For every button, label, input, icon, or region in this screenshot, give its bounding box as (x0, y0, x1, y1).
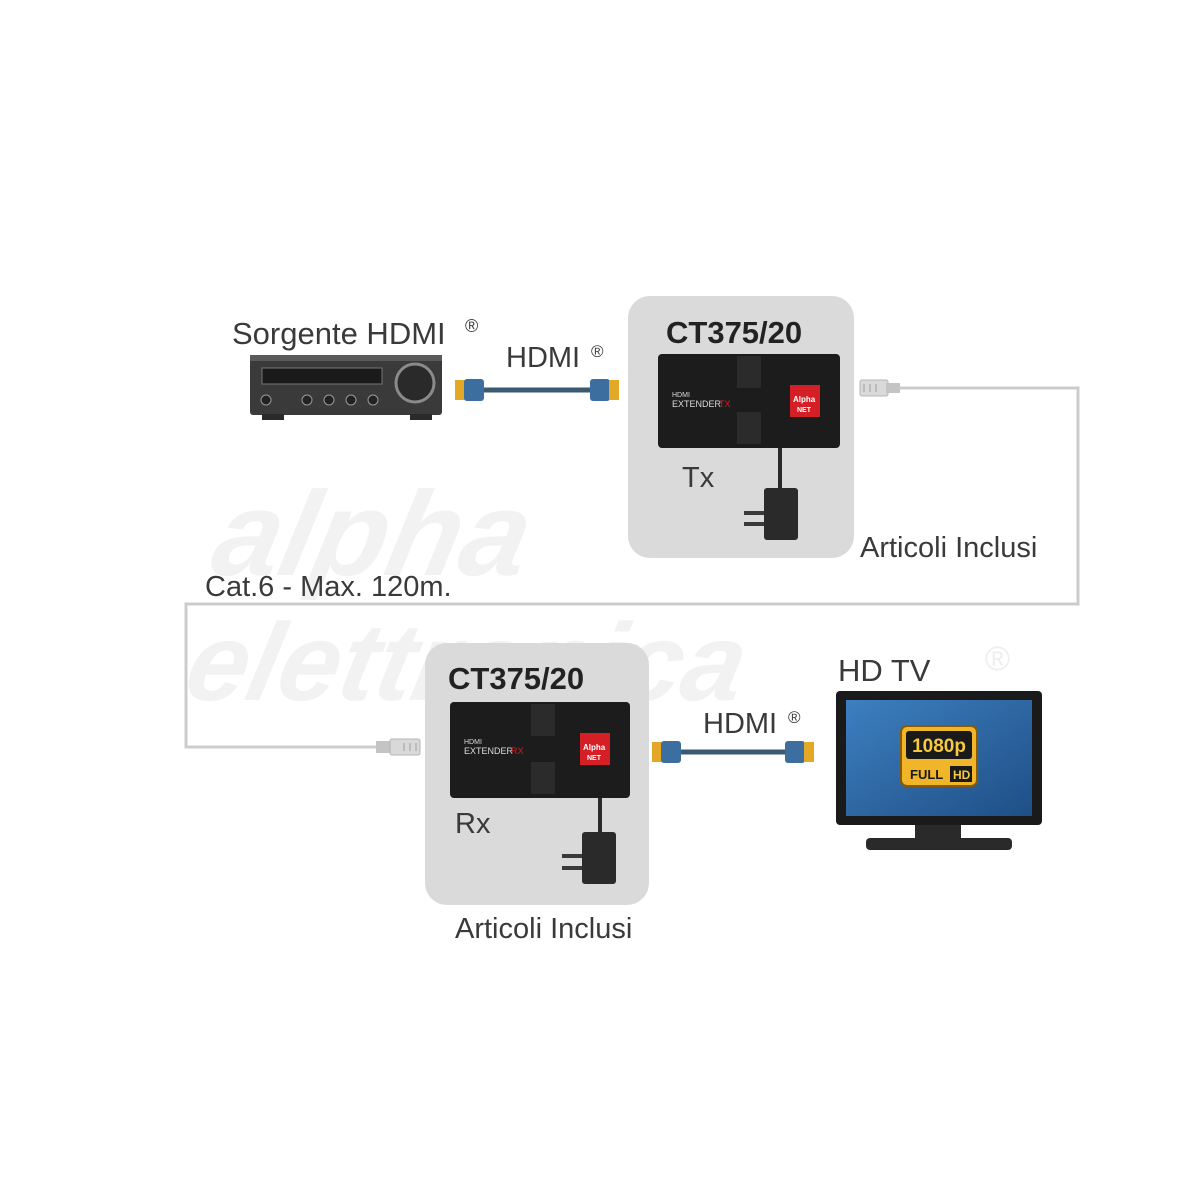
watermark-line1: alpha (202, 466, 544, 600)
hdmi-top-reg: ® (591, 342, 604, 361)
watermark-reg: ® (985, 640, 1010, 678)
hdmi-cable-bottom (652, 741, 814, 763)
rj45-plug-tx-icon (859, 379, 900, 397)
rx-logo-line1: Alpha (583, 743, 606, 752)
tx-device-line1: HDMI (672, 392, 690, 399)
tx-role: Tx (682, 462, 715, 494)
badge-hd: HD (953, 768, 971, 782)
rx-device-line1: HDMI (464, 739, 482, 746)
rx-card: CT375/20 HDMI EXTENDER RX Alpha NET Rx (425, 643, 649, 905)
cat6-cable (184, 386, 1080, 749)
full-hd-badge: 1080p FULL HD (900, 725, 978, 787)
source-reg: ® (465, 316, 478, 336)
hdmi-bottom-label: HDMI (703, 708, 777, 740)
tx-power-adapter-icon (744, 448, 798, 540)
rj45-plug-rx-icon (376, 738, 421, 756)
hdmi-bottom-reg: ® (788, 708, 801, 727)
rx-power-adapter-icon (562, 798, 616, 884)
tx-card: CT375/20 HDMI EXTENDER TX Alpha NET Tx (628, 296, 854, 558)
cat6-label: Cat.6 - Max. 120m. (205, 571, 452, 603)
badge-full: FULL (910, 767, 943, 782)
rx-device-tag: RX (511, 746, 524, 756)
tv-label: HD TV (838, 653, 931, 688)
tx-logo-line1: Alpha (793, 395, 816, 404)
tx-logo-line2: NET (797, 407, 812, 414)
rx-model: CT375/20 (448, 661, 584, 696)
badge-resolution: 1080p (912, 736, 966, 757)
av-receiver-icon (250, 355, 442, 420)
tx-extender-icon: HDMI EXTENDER TX Alpha NET (658, 354, 840, 448)
rx-role: Rx (455, 808, 491, 840)
rx-device-line2: EXTENDER (464, 746, 514, 756)
hdmi-cable-top (455, 379, 619, 401)
rx-logo-line2: NET (587, 755, 602, 762)
tx-included-label: Articoli Inclusi (860, 532, 1037, 564)
source-label: Sorgente HDMI (232, 316, 446, 351)
tx-device-line2: EXTENDER (672, 399, 722, 409)
tx-device-tag: TX (719, 399, 731, 409)
rx-extender-icon: HDMI EXTENDER RX Alpha NET (450, 702, 630, 798)
rx-included-label: Articoli Inclusi (455, 913, 632, 945)
hdmi-top-label: HDMI (506, 342, 580, 374)
tx-model: CT375/20 (666, 315, 802, 350)
